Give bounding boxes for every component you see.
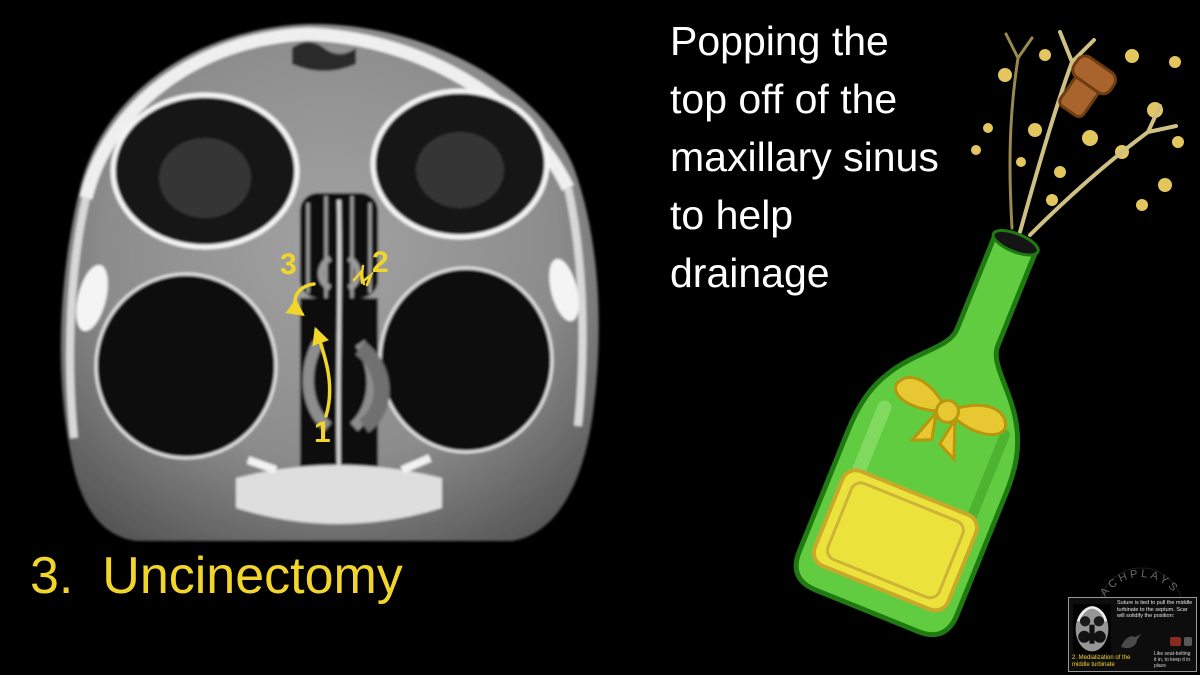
pip-ct-image [1073, 604, 1111, 654]
pip-red-icon [1170, 637, 1181, 646]
pip-slide-title: 2. Medialization of the middle turbinate [1072, 655, 1131, 668]
pip-mascot-logo [1121, 634, 1141, 649]
caption-line: drainage [670, 250, 830, 296]
arrow-3-hook [285, 282, 316, 317]
annotation-label-2: 2 [372, 246, 389, 279]
caption-line: maxillary sinus [670, 134, 939, 180]
ct-annotations: 3 2 1 [280, 246, 389, 449]
streamers [1004, 30, 1178, 237]
svg-text:ACHPLAYS: ACHPLAYS [1098, 568, 1182, 599]
pip-note-bottom: Like seat-belting it in, to keep it in p… [1154, 651, 1191, 669]
ct-anatomy [60, 23, 599, 542]
annotation-label-1: 1 [314, 416, 331, 449]
bottle-label [811, 468, 980, 613]
caption-line: to help [670, 192, 794, 238]
confetti [971, 49, 1184, 211]
pip-note-top: Suture is tied to pull the middle turbin… [1117, 600, 1193, 619]
bottle [793, 228, 1040, 638]
ct-scan-image: 3 2 1 [8, 8, 638, 543]
watermark-text: ACHPLAYS [1098, 568, 1179, 599]
champagne-svg [793, 30, 1184, 638]
champagne-illustration [740, 10, 1200, 665]
caption-line: Popping the [670, 18, 889, 64]
cork [1058, 54, 1118, 119]
caption-text: Popping the top off of the maxillary sin… [670, 12, 1010, 302]
pip-gray-icon [1184, 637, 1192, 646]
pip-icons [1170, 637, 1192, 646]
annotation-squiggle-2 [352, 264, 374, 287]
caption-line: top off of the [670, 76, 898, 122]
bottle-bow [894, 376, 1008, 464]
arrow-1 [312, 326, 332, 418]
pip-thumbnail[interactable]: Suture is tied to pull the middle turbin… [1068, 597, 1197, 672]
annotation-label-3: 3 [280, 248, 297, 281]
slide-title: 3. Uncinectomy [30, 547, 403, 605]
